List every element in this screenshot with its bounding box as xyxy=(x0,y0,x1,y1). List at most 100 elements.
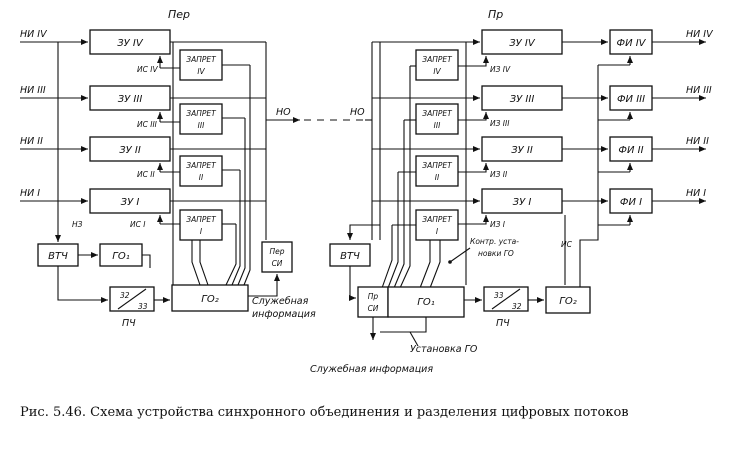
transmit-side-title: Пер xyxy=(168,8,190,21)
right-channel-iv: ЗУ IV ФИ IV НИ IV ЗАПРЕТ IV ИЗ IV xyxy=(372,29,714,81)
svg-text:ЗАПРЕТ: ЗАПРЕТ xyxy=(186,109,217,118)
svg-text:ВТЧ: ВТЧ xyxy=(48,251,68,262)
is-label-iv: ИС IV xyxy=(137,65,158,74)
svg-text:IV: IV xyxy=(433,67,441,76)
is-label-ii: ИС II xyxy=(137,170,155,179)
receive-side-title: Пр xyxy=(488,8,503,21)
control-setup-label-1: Контр. уста- xyxy=(470,237,519,246)
svg-text:ГО₂: ГО₂ xyxy=(559,296,576,307)
svg-text:СИ: СИ xyxy=(272,259,283,268)
is-label-right: ИС xyxy=(561,240,573,249)
right-channel-ii: ЗУ II ФИ II НИ II ЗАПРЕТ II ИЗ II xyxy=(372,136,709,187)
svg-text:ВТЧ: ВТЧ xyxy=(340,251,360,262)
svg-text:ЗАПРЕТ: ЗАПРЕТ xyxy=(186,55,217,64)
svg-text:ЗУ III: ЗУ III xyxy=(510,94,535,105)
svg-text:ЗУ II: ЗУ II xyxy=(119,145,141,156)
zu-block-right-iii xyxy=(481,85,563,111)
zu-block-iv xyxy=(89,29,171,55)
zapret-block-right-iii xyxy=(415,103,459,135)
control-setup-label-2: новки ГО xyxy=(478,249,514,258)
output-label-ii: НИ II xyxy=(686,136,709,147)
zu-block-right-i xyxy=(481,188,563,214)
left-no-label: НО xyxy=(276,107,291,118)
zapret-block-iii-upper xyxy=(179,103,223,135)
svg-text:I: I xyxy=(200,227,203,236)
zapret-block-right-iv xyxy=(415,49,459,81)
svg-text:СИ: СИ xyxy=(368,304,379,313)
svg-text:ЗУ III: ЗУ III xyxy=(118,94,143,105)
svg-text:ЗАПРЕТ: ЗАПРЕТ xyxy=(186,215,217,224)
iz-label-ii: ИЗ II xyxy=(490,170,508,179)
fi-block-iv xyxy=(609,29,653,55)
svg-text:ГО₂: ГО₂ xyxy=(201,294,218,305)
fi-block-ii xyxy=(609,136,653,162)
svg-text:32: 32 xyxy=(120,291,130,300)
svg-text:I: I xyxy=(436,227,439,236)
is-label-i: ИС I xyxy=(130,220,146,229)
service-info-right: Служебная информация xyxy=(310,364,433,375)
right-channel-iii: ЗУ III ФИ III НИ III ЗАПРЕТ III ИЗ III xyxy=(372,85,712,135)
svg-text:IV: IV xyxy=(197,67,205,76)
input-label-iii: НИ III xyxy=(20,85,46,96)
svg-text:ЗУ II: ЗУ II xyxy=(511,145,533,156)
input-label-iv: НИ IV xyxy=(20,29,48,40)
pch-label-right: ПЧ xyxy=(496,318,510,329)
svg-text:ЗАПРЕТ: ЗАПРЕТ xyxy=(422,161,453,170)
svg-text:II: II xyxy=(435,173,440,182)
per-si-block xyxy=(261,241,293,273)
is-label-iii: ИС III xyxy=(137,120,158,129)
output-label-iv: НИ IV xyxy=(686,29,714,40)
svg-text:ФИ II: ФИ II xyxy=(618,145,643,156)
svg-text:II: II xyxy=(199,173,204,182)
svg-text:ЗУ IV: ЗУ IV xyxy=(117,38,144,49)
svg-text:32: 32 xyxy=(512,302,522,311)
svg-text:ЗАПРЕТ: ЗАПРЕТ xyxy=(422,215,453,224)
svg-text:33: 33 xyxy=(138,302,148,311)
svg-text:ГО₁: ГО₁ xyxy=(112,251,129,262)
go2-block-left xyxy=(171,284,249,312)
pch-label-left: ПЧ xyxy=(122,318,136,329)
right-no-label: НО xyxy=(350,107,365,118)
input-label-i: НИ I xyxy=(20,188,40,199)
svg-text:ЗУ IV: ЗУ IV xyxy=(509,38,536,49)
svg-text:ФИ IV: ФИ IV xyxy=(616,38,646,49)
svg-text:ГО₁: ГО₁ xyxy=(417,297,434,308)
svg-text:Пр: Пр xyxy=(368,292,379,301)
zu-block-iii xyxy=(89,85,171,111)
svg-text:ФИ III: ФИ III xyxy=(617,94,645,105)
svg-text:ЗАПРЕТ: ЗАПРЕТ xyxy=(422,55,453,64)
left-channel-ii: НИ II ЗУ II ИС II ЗАПРЕТ II xyxy=(20,136,266,187)
svg-text:Пер: Пер xyxy=(269,247,284,256)
output-label-iii: НИ III xyxy=(686,85,712,96)
left-channel-i: НИ I ЗУ I НЗ ИС I ЗАПРЕТ I xyxy=(20,188,266,241)
right-channel-i: ЗУ I ФИ I НИ I ЗАПРЕТ I ИЗ I xyxy=(372,188,706,241)
svg-text:ЗАПРЕТ: ЗАПРЕТ xyxy=(422,109,453,118)
iz-label-iii: ИЗ III xyxy=(490,119,510,128)
svg-text:ЗУ I: ЗУ I xyxy=(513,197,532,208)
iz-label-i: ИЗ I xyxy=(490,220,506,229)
figure-caption: Рис. 5.46. Схема устройства синхронного … xyxy=(20,405,629,420)
nz-label: НЗ xyxy=(72,220,83,229)
zapret-block-right-ii xyxy=(415,155,459,187)
left-channel-iii: НИ III ЗУ III ИС III ЗАПРЕТ III xyxy=(20,85,266,135)
service-info-left-2: информация xyxy=(252,309,316,320)
zapret-block-i xyxy=(179,209,223,241)
iz-label-iv: ИЗ IV xyxy=(490,65,511,74)
service-info-left-1: Служебная xyxy=(252,296,309,307)
output-label-i: НИ I xyxy=(686,188,706,199)
zu-block-right-ii xyxy=(481,136,563,162)
zapret-block-ii xyxy=(179,155,223,187)
svg-text:ФИ I: ФИ I xyxy=(620,197,642,208)
left-channel-iv: НИ IV ЗУ IV ИС IV ЗАПРЕТ IV xyxy=(20,29,266,81)
svg-text:III: III xyxy=(434,121,441,130)
svg-text:33: 33 xyxy=(494,291,504,300)
sync-multiplexing-block-diagram: Пер НИ IV ЗУ IV ИС IV ЗАПРЕТ IV НИ III З… xyxy=(20,8,714,375)
input-label-ii: НИ II xyxy=(20,136,43,147)
setup-go-label: Установка ГО xyxy=(410,344,478,355)
go2-block-right xyxy=(545,286,591,314)
svg-text:ЗАПРЕТ: ЗАПРЕТ xyxy=(186,161,217,170)
svg-text:III: III xyxy=(198,121,205,130)
zu-block-i xyxy=(89,188,171,214)
fi-block-iii xyxy=(609,85,653,111)
svg-text:ЗУ I: ЗУ I xyxy=(121,197,140,208)
